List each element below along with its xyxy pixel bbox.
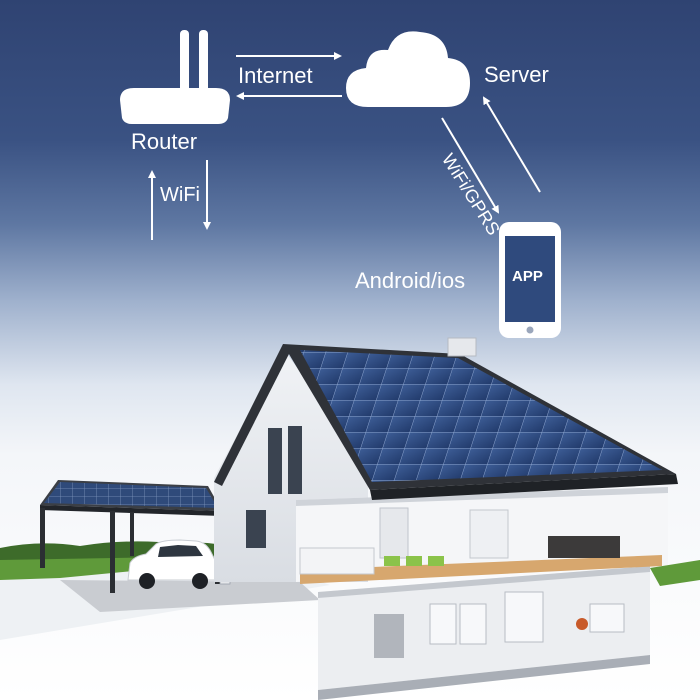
car-illustration xyxy=(127,539,231,589)
house-illustration xyxy=(214,337,678,700)
cloud-icon xyxy=(346,31,470,108)
router-icon xyxy=(120,30,230,124)
app-label: APP xyxy=(512,268,543,285)
wifi-label: WiFi xyxy=(160,184,200,206)
android-ios-label: Android/ios xyxy=(355,268,466,293)
internet-label: Internet xyxy=(238,63,313,88)
arrow-cloud-to-phone xyxy=(441,117,500,214)
router-label: Router xyxy=(131,129,198,154)
server-label: Server xyxy=(484,62,549,87)
arrow-phone-to-cloud xyxy=(482,96,541,193)
carport-illustration xyxy=(40,480,222,593)
smartphone-icon xyxy=(499,222,561,338)
